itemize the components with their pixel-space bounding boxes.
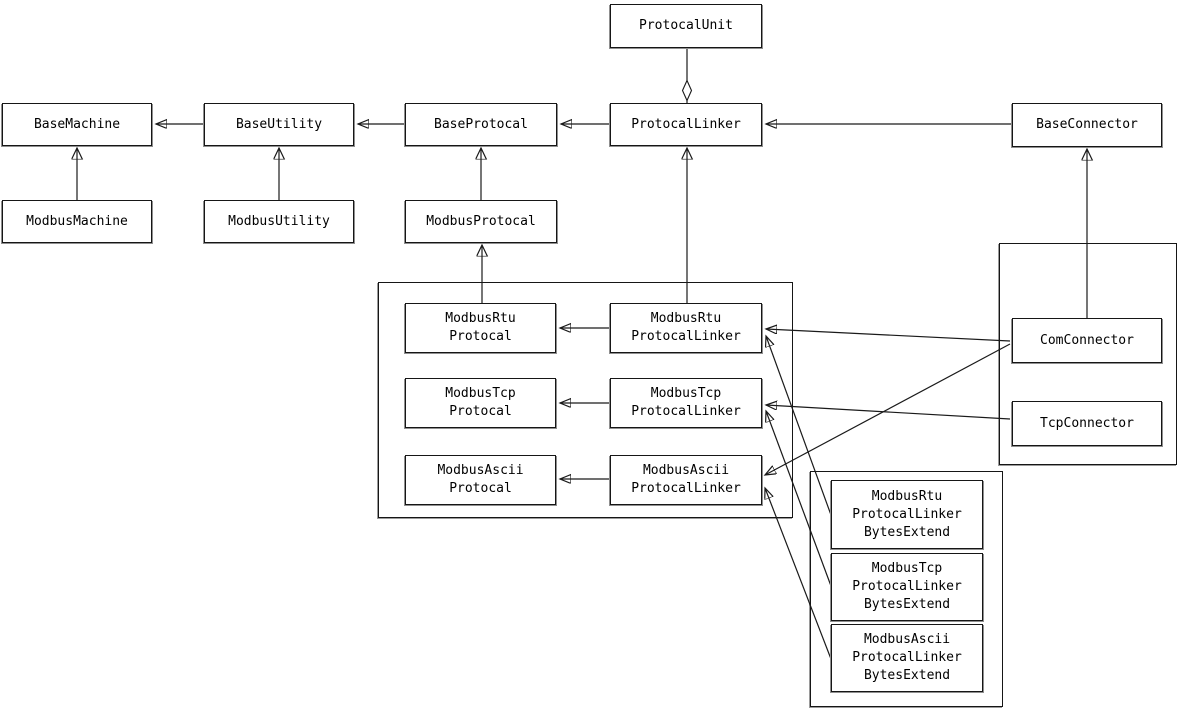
class-label: ProtocalUnit — [639, 18, 733, 33]
class-label: ModbusMachine — [26, 213, 128, 229]
class-modbus-rtu-protocal[interactable]: ModbusRtu Protocal — [405, 303, 556, 353]
class-label-line: ModbusTcp — [445, 386, 516, 401]
class-label-line: ProtocalLinker — [631, 404, 741, 419]
edge-comconnector-rtulinker — [766, 329, 1011, 342]
class-base-connector[interactable]: BaseConnector — [1012, 103, 1162, 147]
class-modbus-tcp-protocal[interactable]: ModbusTcp Protocal — [405, 378, 556, 428]
class-label: ModbusUtility — [228, 213, 330, 229]
class-label-line: Protocal — [449, 404, 512, 419]
class-label: BaseUtility — [235, 116, 323, 132]
class-label: ModbusProtocal — [426, 213, 536, 229]
edge-tcpconnector-tcplinker — [766, 405, 1011, 420]
class-modbus-ascii-protocal-linker-bytes-extend[interactable]: ModbusAscii ProtocalLinker BytesExtend — [831, 624, 983, 692]
class-label: ComConnector — [1040, 332, 1134, 348]
class-base-utility[interactable]: BaseUtility — [204, 103, 354, 146]
class-label: BaseProtocal — [434, 116, 528, 132]
class-label: ProtocalLinker — [631, 116, 741, 132]
class-protocal-linker[interactable]: ProtocalLinker — [610, 103, 762, 146]
class-protocal-unit[interactable]: ProtocalUnit — [610, 4, 762, 48]
aggregation-diamond-icon — [681, 79, 693, 102]
class-label: BaseMachine — [33, 116, 121, 132]
class-modbus-rtu-protocal-linker[interactable]: ModbusRtu ProtocalLinker — [610, 303, 762, 353]
class-label-line: ProtocalLinker — [852, 506, 962, 522]
class-modbus-machine[interactable]: ModbusMachine — [2, 200, 152, 243]
class-label-line: Protocal — [449, 329, 512, 344]
class-modbus-utility[interactable]: ModbusUtility — [204, 200, 354, 243]
class-label-line: ModbusAscii — [863, 632, 951, 647]
class-tcp-connector[interactable]: TcpConnector — [1012, 401, 1162, 446]
class-label-line: ModbusRtu — [871, 488, 943, 504]
class-label-line: ProtocalLinker — [852, 579, 962, 594]
class-modbus-tcp-protocal-linker[interactable]: ModbusTcp ProtocalLinker — [610, 378, 762, 428]
class-label-line: BytesExtend — [863, 524, 951, 540]
edge-comconnector-asciilinker — [765, 343, 1011, 475]
class-label-line: ModbusRtu — [650, 311, 722, 326]
class-label: BaseConnector — [1036, 117, 1138, 132]
class-com-connector[interactable]: ComConnector — [1012, 318, 1162, 363]
class-base-machine[interactable]: BaseMachine — [2, 103, 152, 146]
class-label-line: ModbusRtu — [445, 311, 516, 326]
class-label-line: ProtocalLinker — [631, 329, 741, 344]
class-label-line: ModbusTcp — [871, 561, 943, 576]
class-modbus-protocal[interactable]: ModbusProtocal — [405, 200, 557, 243]
class-label: TcpConnector — [1040, 415, 1134, 431]
class-label-line: ProtocalLinker — [631, 481, 741, 496]
class-modbus-tcp-protocal-linker-bytes-extend[interactable]: ModbusTcp ProtocalLinker BytesExtend — [831, 553, 983, 621]
class-label-line: BytesExtend — [863, 668, 951, 683]
class-modbus-ascii-protocal-linker[interactable]: ModbusAscii ProtocalLinker — [610, 455, 762, 505]
class-modbus-rtu-protocal-linker-bytes-extend[interactable]: ModbusRtu ProtocalLinker BytesExtend — [831, 480, 983, 549]
class-label-line: Protocal — [449, 481, 512, 496]
class-label-line: ModbusAscii — [437, 463, 524, 478]
class-label-line: ProtocalLinker — [852, 650, 962, 665]
class-base-protocal[interactable]: BaseProtocal — [405, 103, 557, 146]
class-label-line: BytesExtend — [863, 597, 951, 612]
class-modbus-ascii-protocal[interactable]: ModbusAscii Protocal — [405, 455, 556, 505]
class-label-line: ModbusTcp — [650, 386, 722, 401]
class-label-line: ModbusAscii — [642, 463, 730, 478]
